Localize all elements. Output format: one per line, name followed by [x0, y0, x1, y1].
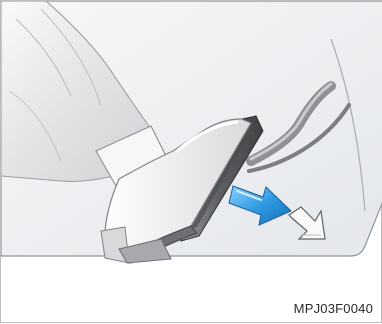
figure-code: MPJ03F0040: [294, 301, 373, 316]
